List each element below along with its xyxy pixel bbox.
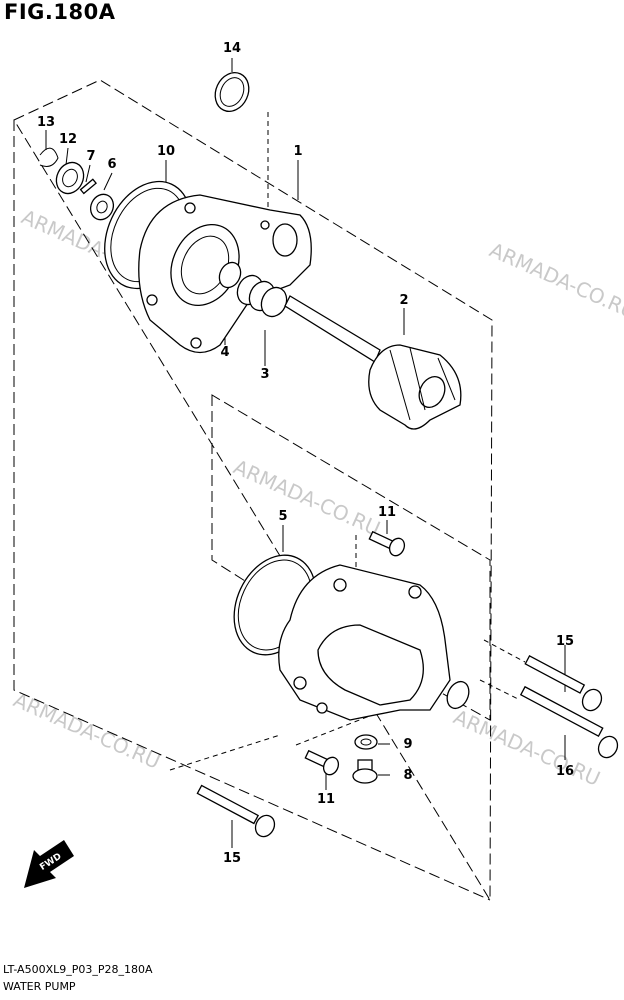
- callout-2: 2: [399, 293, 408, 308]
- callout-3: 3: [260, 367, 269, 382]
- diagram-code: LT-A500XL9_P03_P28_180A: [3, 963, 153, 976]
- callout-15-right: 15: [556, 634, 574, 649]
- callout-10: 10: [157, 144, 175, 159]
- callout-7: 7: [86, 149, 95, 164]
- callout-11-upper: 11: [378, 505, 396, 520]
- callout-15-lower: 15: [223, 851, 241, 866]
- screw-11-lower: [304, 749, 340, 776]
- fwd-arrow: FWD: [24, 840, 74, 888]
- mechanical-seal-3: [236, 274, 288, 318]
- callout-13: 13: [37, 115, 55, 130]
- callout-1: 1: [293, 144, 302, 159]
- drain-plug-8: [352, 759, 378, 784]
- callout-4: 4: [220, 345, 229, 360]
- washer-9: [354, 734, 378, 750]
- pin-7: [79, 178, 97, 195]
- callout-9: 9: [403, 737, 412, 752]
- bolt-15-lower: [196, 784, 276, 838]
- bolt-15-right: [524, 655, 603, 712]
- washer-6: [89, 193, 115, 221]
- callout-14: 14: [223, 41, 241, 56]
- circlip-13: [39, 147, 59, 167]
- impeller-shaft-2: [284, 295, 462, 430]
- bolt-16: [519, 685, 619, 759]
- assembly-outline-bottom: [13, 120, 491, 901]
- watermark-2: ARMADA-CO.RU: [486, 238, 624, 324]
- oil-seal-4: [218, 261, 242, 289]
- callouts: 14 1 10 6 7 12 13 2 4 3 5 11 15 9 16 8 1…: [37, 41, 574, 866]
- diagram-name: WATER PUMP: [3, 980, 76, 993]
- figure-title: FIG.180A: [4, 0, 116, 24]
- assembly-outline: [13, 79, 493, 902]
- watermark-4: ARMADA-CO.RU: [10, 688, 164, 774]
- callout-16: 16: [556, 764, 574, 779]
- watermark-3: ARMADA-CO.RU: [230, 455, 384, 541]
- callout-12: 12: [59, 132, 77, 147]
- seal-12: [55, 161, 85, 195]
- pump-case: [278, 564, 470, 721]
- screw-11-upper: [368, 530, 406, 557]
- o-ring-14: [214, 72, 250, 112]
- callout-6: 6: [107, 157, 116, 172]
- callout-8: 8: [403, 768, 412, 783]
- callout-5: 5: [278, 509, 287, 524]
- callout-11-lower: 11: [317, 792, 335, 807]
